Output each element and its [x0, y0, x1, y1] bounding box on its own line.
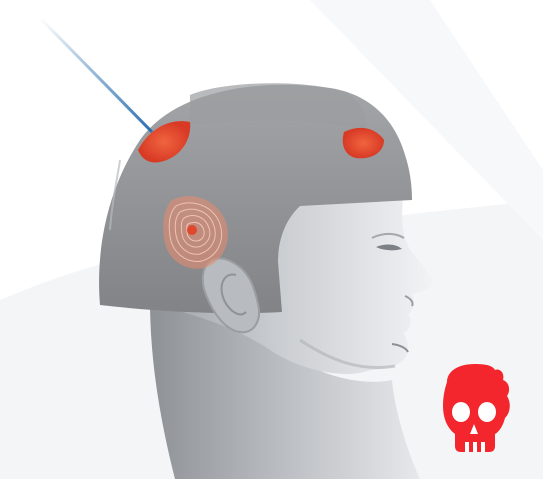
pointer-line-top — [40, 18, 152, 132]
